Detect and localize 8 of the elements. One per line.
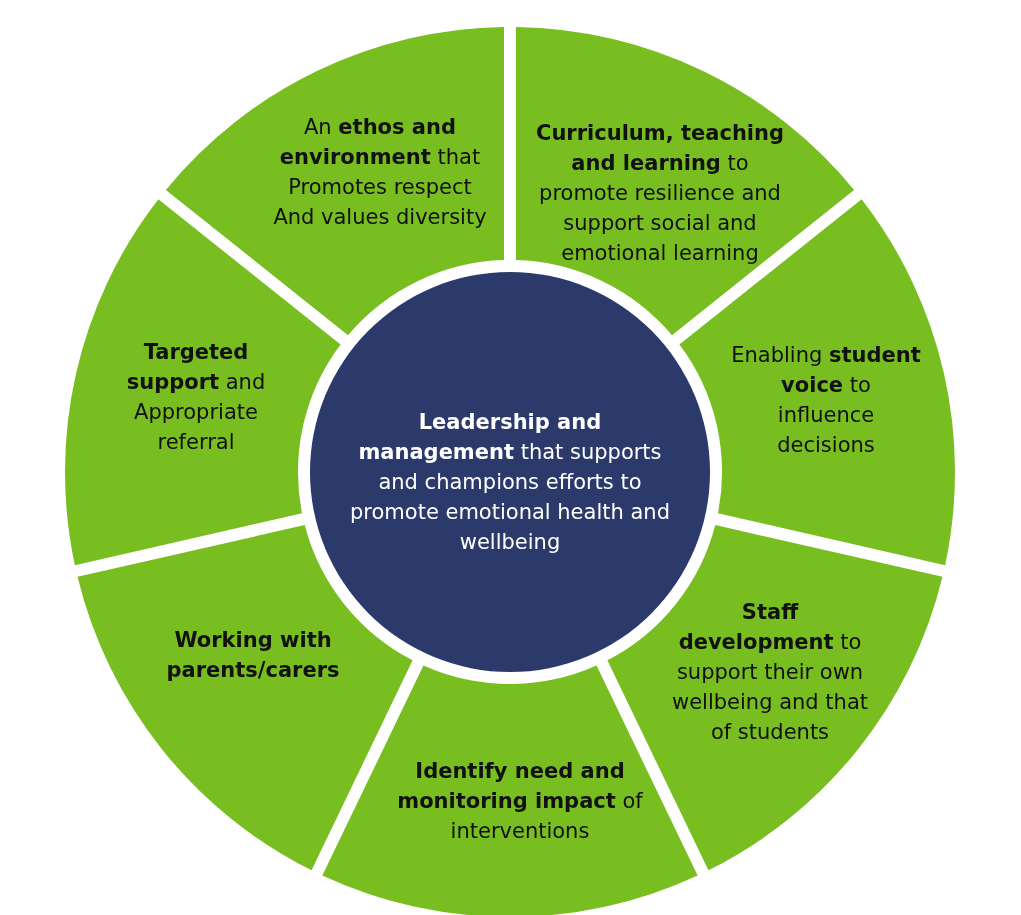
segment-text: Identify need and monitoring impact of interventions: [396, 758, 644, 845]
segment-text: Curriculum, teaching and learning to promote resilience and support social and emotional learning: [535, 120, 785, 267]
centre-text: Leadership and management that supports and champions efforts to promote emotional health and wellbeing: [349, 409, 671, 556]
segment-text: An ethos and environment that Promotes respect And values diversity: [272, 114, 488, 231]
segment-text: Working with parents/carers: [165, 627, 341, 684]
segment-text: Enabling student voice to influence decisions: [731, 342, 921, 459]
segment-text: Targeted support and Appropriate referral: [125, 339, 267, 456]
segment-text: Staff development to support their own wellbeing and that of students: [671, 599, 869, 746]
